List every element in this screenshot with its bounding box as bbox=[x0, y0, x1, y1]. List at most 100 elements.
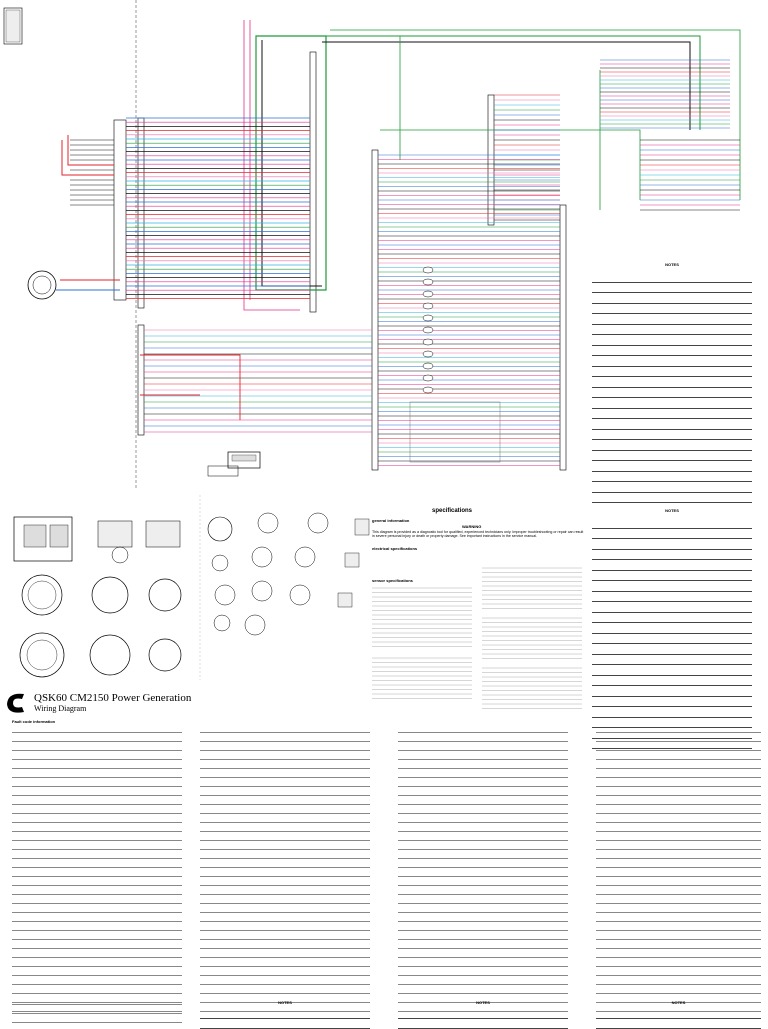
table-row bbox=[12, 832, 182, 841]
table-row bbox=[200, 967, 370, 976]
connector-views bbox=[0, 495, 370, 680]
table-row bbox=[398, 1003, 568, 1012]
table-row bbox=[398, 976, 568, 985]
table-row bbox=[596, 958, 761, 967]
table-row bbox=[596, 931, 761, 940]
notes-panel-mid: NOTES bbox=[592, 508, 752, 749]
table-row bbox=[398, 949, 568, 958]
notes-heading: NOTES bbox=[671, 1000, 686, 1005]
table-row bbox=[398, 877, 568, 886]
warning-text: This diagram is provided as a diagnostic… bbox=[372, 530, 584, 539]
connector-glyph bbox=[422, 386, 434, 394]
note-line bbox=[592, 686, 752, 697]
diagram-title: QSK60 CM2150 Power Generation bbox=[34, 692, 192, 704]
note-line bbox=[592, 398, 752, 409]
warning-label: WARNING bbox=[462, 524, 482, 529]
table-row bbox=[12, 778, 182, 787]
table-row bbox=[596, 841, 761, 850]
table-row bbox=[12, 814, 182, 823]
note-line bbox=[592, 676, 752, 686]
note-line bbox=[592, 634, 752, 644]
table-row bbox=[200, 931, 370, 940]
connector-glyph bbox=[422, 362, 434, 370]
table-row bbox=[596, 985, 761, 994]
table-row bbox=[596, 796, 761, 805]
table-row bbox=[200, 877, 370, 886]
table-row bbox=[12, 1003, 182, 1012]
table-row bbox=[12, 868, 182, 877]
table-row bbox=[398, 823, 568, 832]
notes-heading: NOTES bbox=[665, 508, 679, 513]
table-row bbox=[200, 823, 370, 832]
table-row bbox=[12, 859, 182, 868]
table-row bbox=[200, 1003, 370, 1012]
table-row bbox=[596, 787, 761, 796]
note-line bbox=[592, 665, 752, 676]
connector-glyph bbox=[422, 350, 434, 358]
table-row bbox=[596, 805, 761, 814]
table-row bbox=[200, 751, 370, 760]
table-row bbox=[596, 850, 761, 859]
table-row bbox=[200, 949, 370, 958]
notes-lines bbox=[592, 272, 752, 503]
table-row bbox=[596, 760, 761, 769]
table-row bbox=[200, 958, 370, 967]
table-row bbox=[596, 976, 761, 985]
table-row bbox=[200, 895, 370, 904]
table-row bbox=[200, 733, 370, 742]
fault-code-table-1 bbox=[12, 724, 182, 1012]
table-row bbox=[596, 913, 761, 922]
table-row bbox=[398, 931, 568, 940]
table-row bbox=[398, 805, 568, 814]
left-wire-runs bbox=[70, 117, 372, 433]
table-row bbox=[12, 751, 182, 760]
mid-wire-runs bbox=[378, 154, 560, 466]
notes-heading: NOTES bbox=[476, 1000, 490, 1005]
note-line bbox=[592, 346, 752, 356]
note-line bbox=[592, 409, 752, 419]
table-row bbox=[12, 823, 182, 832]
fault-code-table-3 bbox=[398, 724, 568, 1012]
notes-heading: NOTES bbox=[665, 262, 679, 267]
note-line bbox=[592, 430, 752, 440]
connector-glyph bbox=[422, 278, 434, 286]
note-line bbox=[592, 472, 752, 482]
note-line bbox=[592, 644, 752, 655]
table-row bbox=[596, 733, 761, 742]
notes-heading: NOTES bbox=[278, 1000, 292, 1005]
table-row bbox=[398, 886, 568, 895]
note-line bbox=[592, 592, 752, 602]
note-line bbox=[592, 518, 752, 529]
table-row bbox=[200, 742, 370, 751]
table-row bbox=[200, 886, 370, 895]
notes-bottom-1: NOTES bbox=[200, 1000, 370, 1029]
table-row bbox=[12, 877, 182, 886]
table-row bbox=[398, 733, 568, 742]
note-line bbox=[592, 581, 752, 592]
table-row bbox=[398, 940, 568, 949]
table-row bbox=[596, 832, 761, 841]
table-row bbox=[596, 904, 761, 913]
electrical-specifications-heading: electrical specifications bbox=[372, 546, 418, 551]
connector-glyph bbox=[422, 374, 434, 382]
table-row bbox=[12, 949, 182, 958]
table-row bbox=[12, 994, 182, 1003]
table-row bbox=[596, 751, 761, 760]
table-row bbox=[398, 832, 568, 841]
table-row bbox=[12, 913, 182, 922]
table-row bbox=[200, 832, 370, 841]
table-row bbox=[200, 913, 370, 922]
note-line bbox=[592, 623, 752, 634]
table-row bbox=[398, 841, 568, 850]
fault-code-heading: Fault code information bbox=[12, 719, 56, 724]
note-line bbox=[592, 325, 752, 335]
note-line bbox=[592, 728, 752, 739]
spec-tables-svg bbox=[372, 567, 582, 709]
table-row bbox=[200, 922, 370, 931]
connector-glyph bbox=[422, 326, 434, 334]
table-row bbox=[12, 895, 182, 904]
table-row bbox=[12, 724, 182, 733]
note-line bbox=[592, 461, 752, 472]
table-row bbox=[398, 769, 568, 778]
table-row bbox=[596, 769, 761, 778]
